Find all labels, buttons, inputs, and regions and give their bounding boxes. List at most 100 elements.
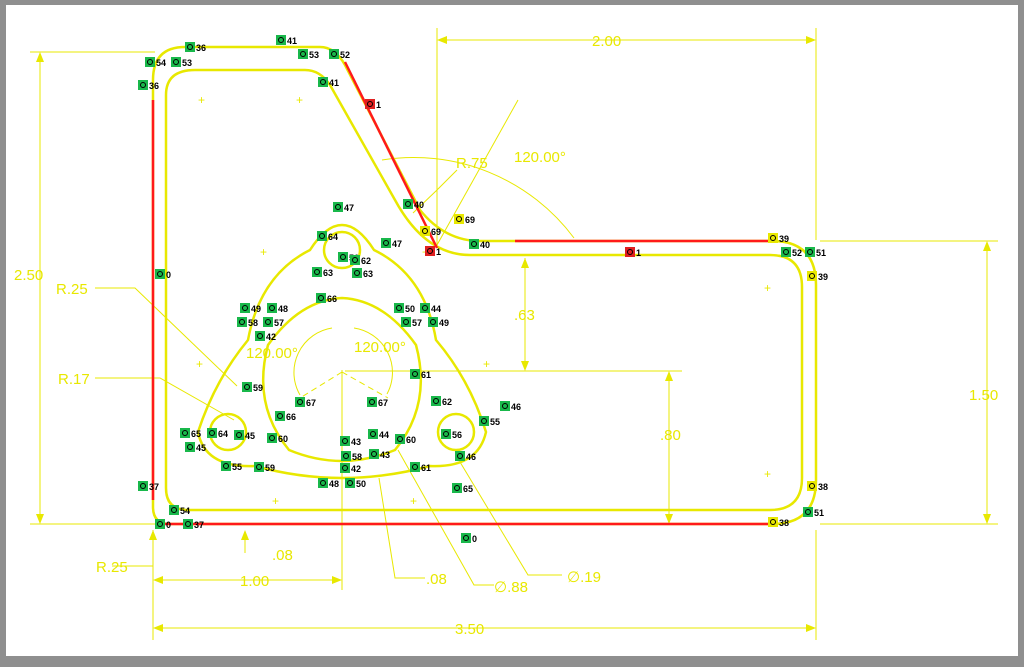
relation-tag[interactable]: 51 <box>805 247 826 258</box>
relation-tag[interactable]: 59 <box>254 462 275 473</box>
relation-tag[interactable]: 43 <box>340 436 361 447</box>
relation-tag[interactable]: 62 <box>350 255 371 266</box>
relation-tag[interactable]: 54 <box>169 505 190 516</box>
relation-tag[interactable]: 1 <box>365 99 381 110</box>
dim-diameter-outer[interactable]: ∅.88 <box>494 579 528 596</box>
relation-tag[interactable]: 58 <box>341 451 362 462</box>
dim-thickness-b[interactable]: .08 <box>426 571 447 588</box>
relation-tag[interactable]: 62 <box>431 396 452 407</box>
relation-tag[interactable]: 56 <box>441 429 462 440</box>
relation-tag[interactable]: 38 <box>768 517 789 528</box>
relation-tag[interactable]: 54 <box>145 57 166 68</box>
relation-tag[interactable]: 45 <box>234 430 255 441</box>
relation-tag[interactable]: 40 <box>403 199 424 210</box>
relation-tag[interactable]: 53 <box>298 49 319 60</box>
dim-slot-offset[interactable]: .63 <box>514 307 535 324</box>
relation-tag[interactable]: 41 <box>276 35 297 46</box>
dim-top-width[interactable]: 2.00 <box>592 33 621 50</box>
relation-tag[interactable]: 69 <box>454 214 475 225</box>
relation-tag[interactable]: 48 <box>267 303 288 314</box>
equal-relation-icon <box>145 57 155 67</box>
relation-tag-number: 36 <box>196 43 206 53</box>
dim-angle-top[interactable]: 120.00° <box>514 149 566 166</box>
relation-tag[interactable]: 0 <box>155 519 171 530</box>
equal-relation-icon <box>169 505 179 515</box>
relation-tag[interactable]: 44 <box>420 303 441 314</box>
relation-tag-number: 43 <box>380 450 390 460</box>
dim-radius-small[interactable]: R.17 <box>58 371 90 388</box>
relation-tag[interactable]: 48 <box>318 478 339 489</box>
relation-tag[interactable]: 38 <box>807 481 828 492</box>
relation-tag[interactable]: 55 <box>221 461 242 472</box>
dim-radius-lobe[interactable]: R.25 <box>56 281 88 298</box>
relation-tag[interactable]: 63 <box>312 267 333 278</box>
relation-tag[interactable]: 37 <box>183 519 204 530</box>
relation-tag[interactable]: 47 <box>381 238 402 249</box>
relation-tag[interactable]: 39 <box>768 233 789 244</box>
relation-tag[interactable]: 65 <box>452 483 473 494</box>
relation-tag[interactable]: 69 <box>420 226 441 237</box>
relation-tag-number: 44 <box>431 304 441 314</box>
dim-hub-height[interactable]: .80 <box>660 427 681 444</box>
relation-tag[interactable]: 53 <box>171 57 192 68</box>
relation-tag[interactable]: 67 <box>367 397 388 408</box>
relation-tag[interactable]: 57 <box>401 317 422 328</box>
inner-profile[interactable] <box>164 68 804 512</box>
relation-tag[interactable]: 55 <box>479 416 500 427</box>
relation-tag[interactable]: 49 <box>240 303 261 314</box>
relation-tag[interactable]: 67 <box>295 397 316 408</box>
relation-tag[interactable]: 47 <box>333 202 354 213</box>
relation-tag[interactable]: 43 <box>369 449 390 460</box>
relation-tag[interactable]: 52 <box>329 49 350 60</box>
relation-glyph-icon <box>809 483 815 489</box>
relation-tag[interactable]: 52 <box>781 247 802 258</box>
relation-tag[interactable]: 44 <box>368 429 389 440</box>
dim-angle-right[interactable]: 120.00° <box>354 339 406 356</box>
relation-tag[interactable]: 65 <box>180 428 201 439</box>
relation-tag[interactable]: 64 <box>317 231 338 242</box>
relation-tag-number: 1 <box>636 248 641 258</box>
relation-tag[interactable]: 50 <box>394 303 415 314</box>
relation-tag[interactable]: 1 <box>625 247 641 258</box>
dim-radius-corner[interactable]: R.25 <box>96 559 128 576</box>
relation-tag[interactable]: 60 <box>267 433 288 444</box>
dim-thickness-a[interactable]: .08 <box>272 547 293 564</box>
relation-tag[interactable]: 0 <box>155 269 171 280</box>
relation-tag[interactable]: 49 <box>428 317 449 328</box>
dim-diameter-hole[interactable]: ∅.19 <box>567 569 601 586</box>
dim-angle-left[interactable]: 120.00° <box>246 345 298 362</box>
relation-tag[interactable]: 0 <box>461 533 477 544</box>
relation-tag[interactable]: 42 <box>255 331 276 342</box>
relation-tag[interactable]: 42 <box>340 463 361 474</box>
relation-tag[interactable]: 50 <box>345 478 366 489</box>
dim-right-height[interactable]: 1.50 <box>969 387 998 404</box>
relation-tag[interactable]: 57 <box>263 317 284 328</box>
relation-tag[interactable]: 58 <box>237 317 258 328</box>
dim-overall-height[interactable]: 2.50 <box>14 267 43 284</box>
relation-tag[interactable]: 37 <box>138 481 159 492</box>
relation-tag[interactable]: 63 <box>352 268 373 279</box>
relation-tag[interactable]: 66 <box>275 411 296 422</box>
relation-glyph-icon <box>223 463 229 469</box>
relation-tag[interactable]: 36 <box>138 80 159 91</box>
relation-tag[interactable]: 59 <box>242 382 263 393</box>
dim-hub-offset[interactable]: 1.00 <box>240 573 269 590</box>
relation-tag[interactable]: 39 <box>807 271 828 282</box>
relation-tag[interactable]: 51 <box>803 507 824 518</box>
relation-tag[interactable]: 66 <box>316 293 337 304</box>
relation-tag[interactable]: 45 <box>185 442 206 453</box>
relation-tag[interactable]: 46 <box>500 401 521 412</box>
relation-tag[interactable]: 61 <box>410 462 431 473</box>
relation-tag[interactable]: 36 <box>185 42 206 53</box>
relation-tag[interactable]: 46 <box>455 451 476 462</box>
relation-tag[interactable]: 64 <box>207 428 228 439</box>
relation-tag[interactable]: 60 <box>395 434 416 445</box>
dim-radius-top[interactable]: R.75 <box>456 155 488 172</box>
relation-tag[interactable]: 61 <box>410 369 431 380</box>
relation-tag[interactable]: 40 <box>469 239 490 250</box>
relation-tag[interactable]: 1 <box>425 246 441 257</box>
dim-overall-width[interactable]: 3.50 <box>455 621 484 638</box>
relation-tag[interactable]: 41 <box>318 77 339 88</box>
